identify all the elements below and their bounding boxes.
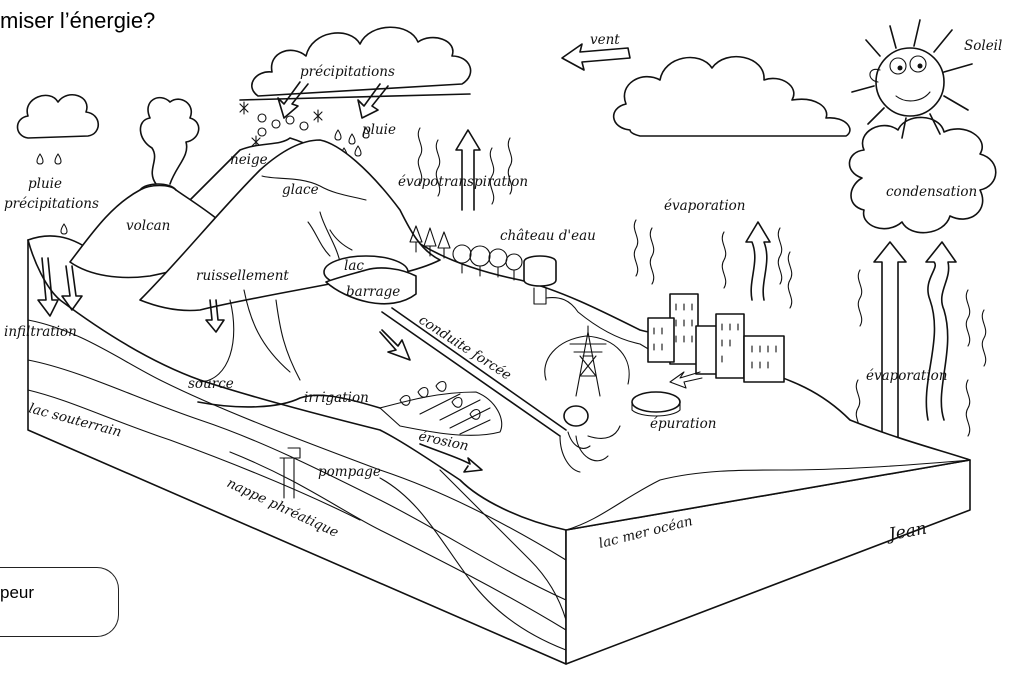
volcano-smoke xyxy=(139,96,200,185)
cloud-top xyxy=(251,26,472,97)
city xyxy=(647,293,785,383)
field xyxy=(379,380,503,436)
cloud-left xyxy=(16,93,100,139)
cloud-condensation xyxy=(848,116,997,234)
label-evaporation-2: évaporation xyxy=(866,368,948,384)
label-neige: neige xyxy=(230,152,268,168)
strata xyxy=(27,319,567,651)
label-infiltration: infiltration xyxy=(4,324,77,340)
cloud-wind xyxy=(612,55,851,137)
water-tower xyxy=(523,255,661,357)
irrigation-pipe xyxy=(197,394,381,409)
label-pompage: pompage xyxy=(318,464,381,480)
label-lac: lac xyxy=(344,258,364,274)
page-title: miser l’énergie? xyxy=(0,8,156,33)
label-barrage: barrage xyxy=(346,284,400,300)
power-pylon xyxy=(544,325,630,397)
dam xyxy=(325,267,417,305)
sun-icon xyxy=(851,19,973,139)
label-pluie: pluie xyxy=(362,122,396,138)
answer-box[interactable] xyxy=(0,567,119,637)
trees xyxy=(409,225,523,281)
label-chateau-eau: château d'eau xyxy=(500,228,596,244)
label-source: source xyxy=(188,376,234,392)
label-epuration: épuration xyxy=(650,416,716,432)
label-precipitations-left: précipitations xyxy=(4,196,99,212)
label-evapotranspiration: évapotranspiration xyxy=(398,174,528,190)
label-volcan: volcan xyxy=(126,218,170,234)
label-irrigation: irrigation xyxy=(304,390,369,406)
label-soleil: Soleil xyxy=(964,38,1002,54)
answer-text: peur xyxy=(0,583,35,602)
pump-icon xyxy=(279,447,301,499)
penstock xyxy=(381,307,567,437)
label-precipitations-top: précipitations xyxy=(300,64,395,80)
label-ruissellement: ruissellement xyxy=(196,268,289,284)
label-condensation: condensation xyxy=(886,184,977,200)
label-evaporation-1: évaporation xyxy=(664,198,746,214)
label-vent: vent xyxy=(590,32,620,48)
label-glace: glace xyxy=(282,182,319,198)
wind-arrow xyxy=(561,43,631,71)
label-pluie-left: pluie xyxy=(28,176,62,192)
treatment-basin xyxy=(631,371,703,417)
turbine xyxy=(559,405,621,473)
